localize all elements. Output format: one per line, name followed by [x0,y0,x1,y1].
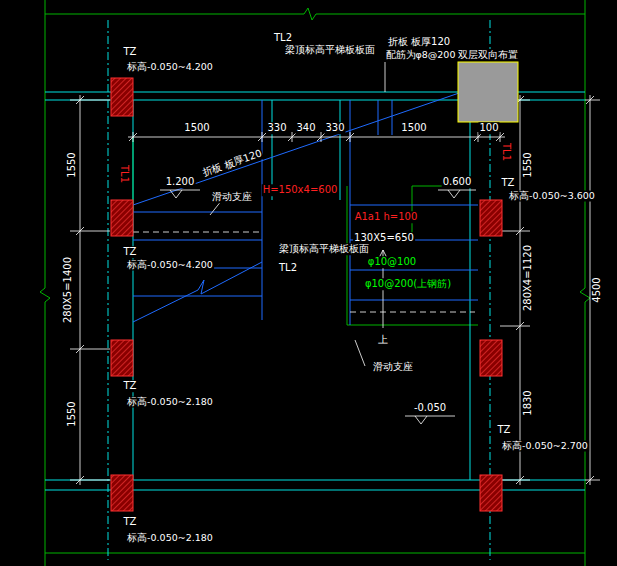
note-text: 滑动支座 [372,361,414,373]
stair-line [133,92,478,325]
dimension-label: 100 [478,122,499,134]
column-tag: TZ [501,177,516,189]
column-tag: TZ [123,516,138,528]
column-tag: TZ [123,380,138,392]
dimension-line [70,62,600,485]
elevation-text: 标高-0.050~2.180 [126,397,214,408]
dimension-label: 1500 [400,122,427,134]
elevation-text: 标高-0.050~2.700 [501,441,589,452]
rebar-text: φ10@100 [367,256,417,268]
beam-tag: TL2 [278,262,298,274]
beam-tag: TL2 [273,32,293,44]
note-text: H=150x4=600 [262,184,339,196]
elevation-text: -0.050 [413,402,447,414]
opening-block [458,62,518,122]
elevation-text: 标高-0.050~4.200 [126,260,214,271]
column-tag: TZ [497,424,512,436]
note-text: 配筋为φ8@200 双层双向布置 [385,50,520,61]
column-tag: TZ [123,246,138,258]
dimension-label: 1550 [66,400,78,427]
column [111,78,502,511]
slab-tag: A1a1 h=100 [354,211,419,223]
wall-line [45,92,585,490]
column-tag: TZ [123,46,138,58]
note-text: 130X5=650 [353,232,415,244]
beam-tag: TL1 [500,142,512,162]
dimension-label: 4500 [591,276,603,303]
elevation-text: 标高-0.050~2.180 [126,533,214,544]
note-text: 滑动支座 [211,191,253,203]
hidden-line [133,232,475,312]
dimension-label: 1500 [183,122,210,134]
dimension-label: 280X4=1120 [522,244,534,312]
dimension-label: 1550 [522,151,534,178]
dimension-label: 1550 [66,151,78,178]
elevation-text: 标高-0.050~4.200 [126,62,214,73]
note-text: 梁顶标高平梯板板面 [284,44,376,56]
elevation-text: 0.600 [442,176,473,188]
dimension-label: 340 [295,122,316,134]
note-text: 梁顶标高平梯板板面 [278,243,370,255]
frame-line [40,0,590,566]
direction-text: 上 [377,334,389,346]
elevation-text: 标高-0.050~3.600 [508,191,596,202]
note-text: 折板 板厚120 [387,36,451,48]
rebar-text: φ10@200(上钢筋) [364,278,452,290]
dimension-label: 330 [266,122,287,134]
elevation-text: 1.200 [165,176,196,188]
dimension-label: 330 [324,122,345,134]
axis-line [108,20,490,560]
dimension-label: 280X5=1400 [62,256,74,324]
dimension-label: 1830 [522,389,534,416]
beam-tag: TL1 [118,164,130,184]
